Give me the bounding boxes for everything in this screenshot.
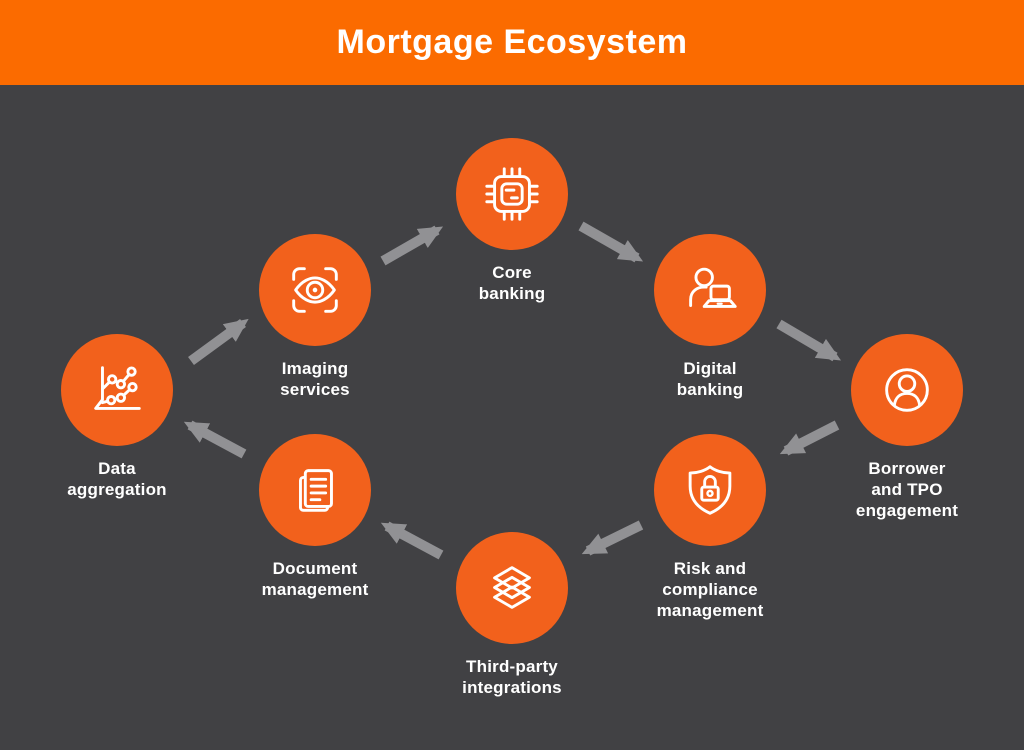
node-risk-compliance-management: Risk and compliance management (620, 434, 800, 621)
node-circle (654, 434, 766, 546)
node-third-party-integrations: Third-party integrations (422, 532, 602, 698)
node-data-aggregation: Data aggregation (27, 334, 207, 500)
diagram-canvas: Core banking Digital banking (0, 85, 1024, 750)
node-circle (61, 334, 173, 446)
arrow-risk-to-third (581, 520, 644, 556)
node-core-banking: Core banking (422, 138, 602, 304)
documents-icon (299, 469, 333, 512)
node-label: Risk and compliance management (656, 559, 764, 620)
arrow-document-to-data (183, 420, 247, 459)
page-title: Mortgage Ecosystem (336, 23, 688, 61)
arrow-third-to-document (380, 521, 444, 560)
node-borrower-tpo-engagement: Borrower and TPO engagement (817, 334, 997, 521)
shield-lock-icon (688, 465, 732, 515)
node-circle (456, 532, 568, 644)
node-label: Core banking (478, 263, 546, 303)
node-label: Data aggregation (67, 459, 167, 499)
chart-icon (94, 366, 141, 410)
node-circle (851, 334, 963, 446)
node-label: Document management (261, 559, 369, 599)
node-circle (456, 138, 568, 250)
node-imaging-services: Imaging services (225, 234, 405, 400)
arrow-borrower-to-risk (779, 420, 840, 456)
arrow-data-to-imaging (188, 318, 249, 366)
arrow-imaging-to-core (380, 225, 444, 266)
person-laptop-icon (689, 267, 737, 308)
node-document-management: Document management (225, 434, 405, 600)
node-label: Borrower and TPO engagement (855, 459, 959, 520)
eye-scan-icon (292, 267, 338, 313)
chip-icon (485, 167, 539, 221)
arrow-digital-to-borrower (776, 319, 842, 362)
node-label: Imaging services (280, 359, 350, 399)
node-label: Third-party integrations (462, 657, 562, 697)
node-circle (259, 434, 371, 546)
user-circle-icon (885, 368, 929, 412)
title-bar: Mortgage Ecosystem (0, 0, 1024, 85)
node-digital-banking: Digital banking (620, 234, 800, 400)
node-label: Digital banking (676, 359, 744, 399)
node-circle (654, 234, 766, 346)
node-circle (259, 234, 371, 346)
arrow-core-to-digital (578, 221, 644, 263)
layers-icon (493, 566, 531, 609)
